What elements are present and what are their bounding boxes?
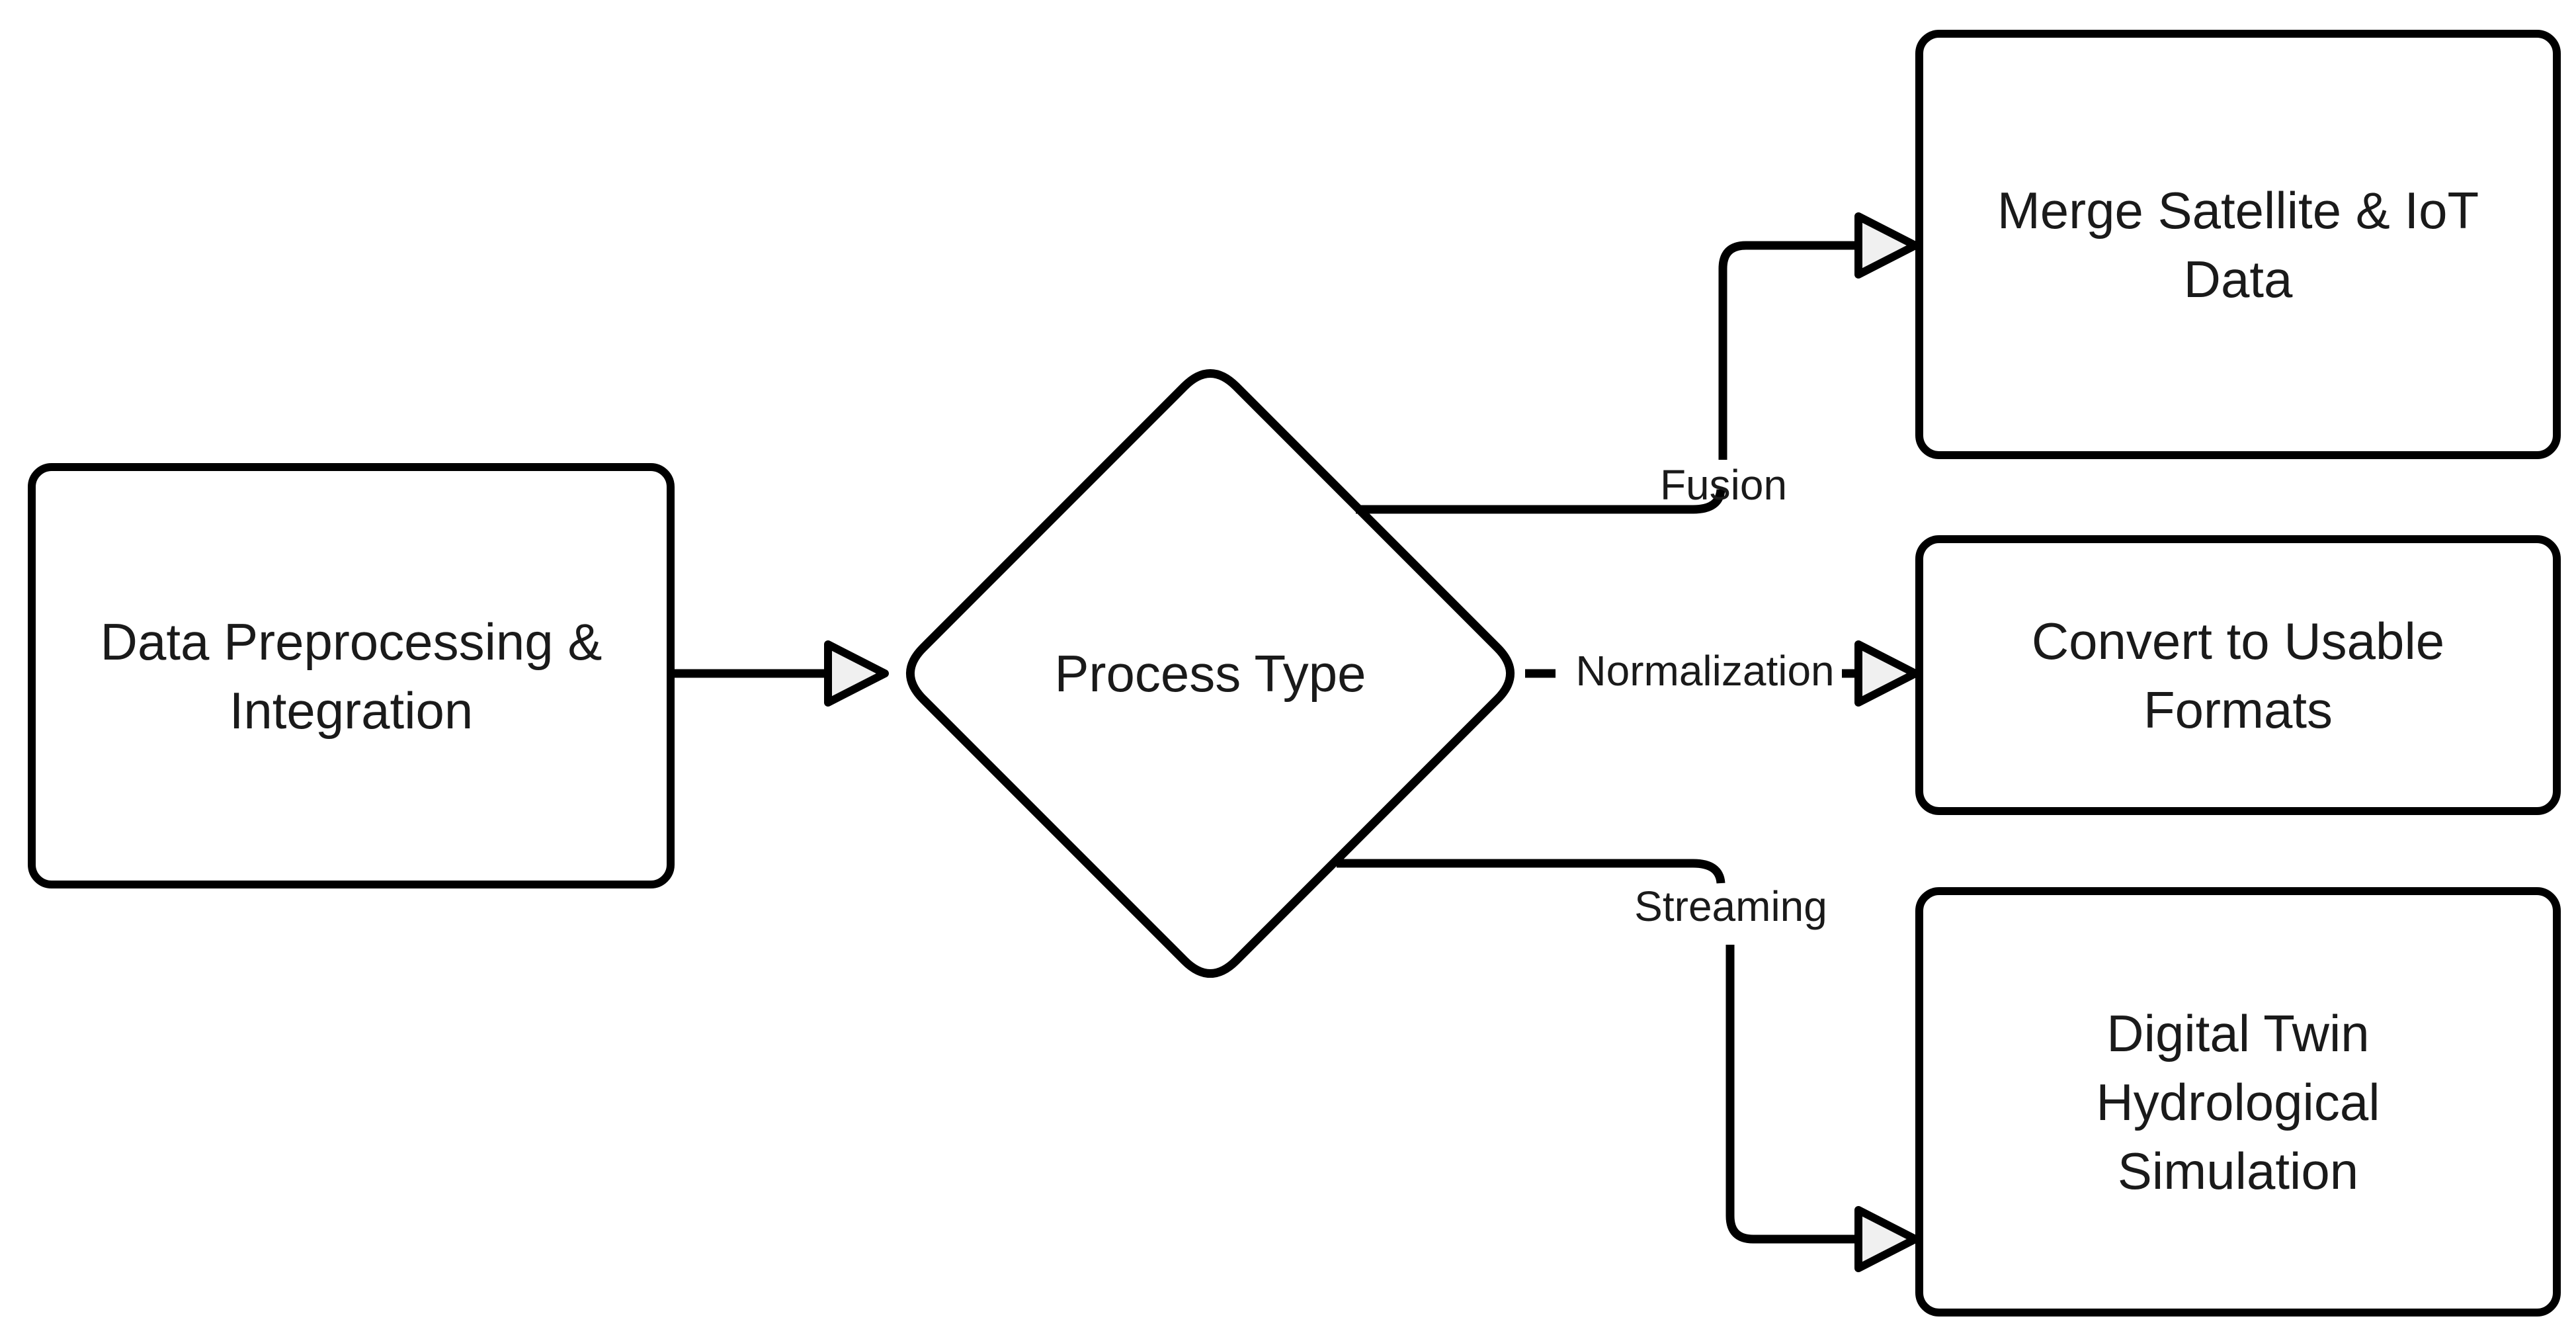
node-convert-to-usable-formats: Convert to Usable Formats bbox=[1915, 535, 2561, 815]
node-data-preprocessing: Data Preprocessing & Integration bbox=[28, 463, 675, 888]
edge-label-fusion: Fusion bbox=[1659, 461, 1788, 509]
edge-label-streaming: Streaming bbox=[1634, 883, 1827, 930]
decision-diamond-shape bbox=[905, 368, 1515, 978]
edge-fusion-segment-lower bbox=[1356, 489, 1725, 514]
arrowhead-into-fusion-target-icon bbox=[1854, 212, 1919, 279]
arrowhead-into-decision-icon bbox=[824, 640, 889, 707]
node-process-type: Process Type bbox=[897, 361, 1523, 986]
edge-streaming-segment-upper bbox=[1337, 859, 1725, 884]
node-label-line: Formats bbox=[2143, 680, 2333, 739]
node-label-line: Digital Twin bbox=[2106, 1004, 2370, 1062]
node-label-line: Hydrological bbox=[2096, 1072, 2380, 1131]
edge-label-normalization: Normalization bbox=[1575, 647, 1835, 695]
node-label-line: Data Preprocessing & bbox=[100, 612, 602, 671]
node-digital-twin-hydrological-simulation: Digital Twin Hydrological Simulation bbox=[1915, 887, 2561, 1317]
edge-fusion-segment-upper bbox=[1718, 241, 1858, 460]
node-label-line: Data bbox=[2183, 249, 2293, 308]
node-label-line: Convert to Usable bbox=[2031, 611, 2445, 670]
node-label-line: Simulation bbox=[2117, 1141, 2359, 1200]
arrowhead-into-streaming-target-icon bbox=[1854, 1206, 1919, 1272]
edge-streaming-segment-lower bbox=[1725, 945, 1858, 1244]
arrowhead-into-normalization-target-icon bbox=[1854, 640, 1919, 707]
node-label-line: Merge Satellite & IoT bbox=[1997, 181, 2479, 239]
node-label-line: Process Type bbox=[1054, 644, 1366, 703]
node-label-line: Integration bbox=[229, 681, 474, 740]
node-merge-satellite-iot-data: Merge Satellite & IoT Data bbox=[1915, 30, 2561, 459]
